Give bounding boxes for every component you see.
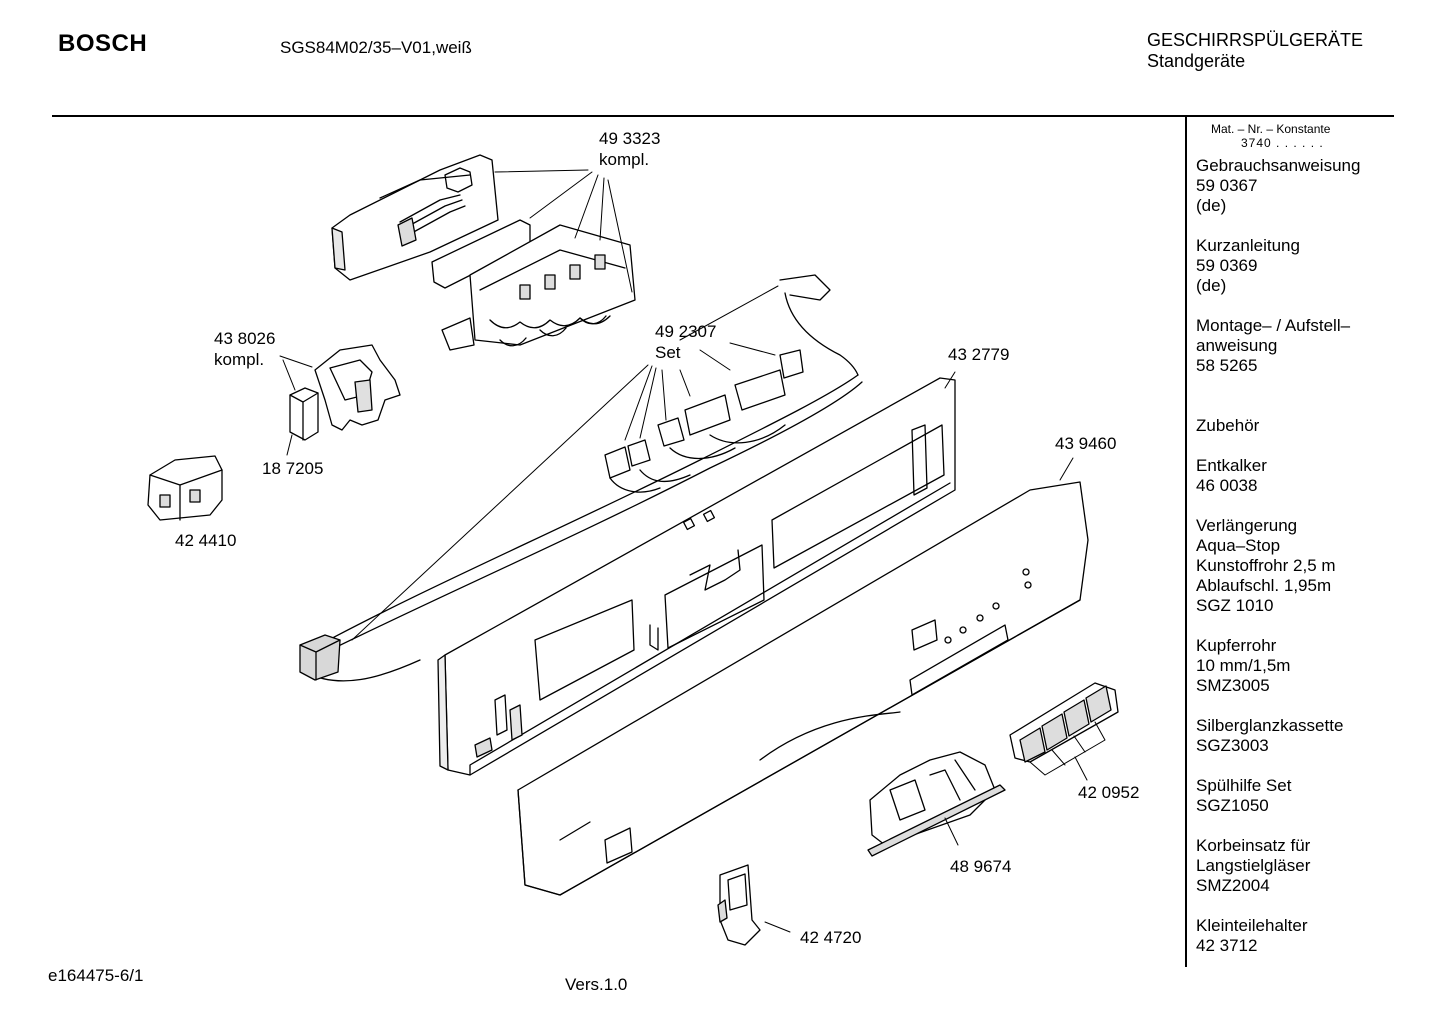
sidebar-item-line: anweisung — [1196, 336, 1278, 355]
sidebar-item-line: (de) — [1196, 276, 1227, 295]
sidebar-item-line: 46 0038 — [1196, 476, 1258, 495]
header-divider — [52, 115, 1394, 117]
part-number: 49 3323 — [599, 129, 661, 148]
version-label: Vers.1.0 — [565, 975, 628, 994]
sidebar-item-line: SMZ2004 — [1196, 876, 1270, 895]
sidebar-item-line: Zubehör — [1196, 416, 1260, 435]
sidebar-item-line: Ablaufschl. 1,95m — [1196, 576, 1332, 595]
sidebar-item-line: Montage– / Aufstell– — [1196, 316, 1351, 335]
sidebar-item-line: Silberglanzkassette — [1196, 716, 1344, 735]
leader-lines-420952 — [1030, 722, 1105, 780]
part-label-187205: 18 7205 — [262, 459, 324, 478]
sidebar-item-line: SGZ 1010 — [1196, 596, 1274, 615]
category-heading: GESCHIRRSPÜLGERÄTE Standgeräte — [1147, 30, 1363, 72]
sidebar-item-line: Entkalker — [1196, 456, 1267, 475]
sidebar-item-line: Kunstoffrohr 2,5 m — [1196, 556, 1336, 575]
leader-lines-493323 — [495, 170, 632, 292]
part-number: 49 2307 — [655, 322, 717, 341]
document-id: e164475-6/1 — [48, 966, 144, 985]
sidebar-item-line: 58 5265 — [1196, 356, 1258, 375]
part-note: kompl. — [599, 150, 650, 169]
part-note: kompl. — [214, 350, 265, 369]
model-number: SGS84M02/35–V01,weiß — [280, 38, 472, 57]
sidebar-item-line: Aqua–Stop — [1196, 536, 1281, 555]
button-set — [1010, 683, 1118, 762]
sidebar-item-line: (de) — [1196, 196, 1227, 215]
part-label-493323: 49 3323 kompl. — [599, 128, 660, 170]
part-number: 43 8026 — [214, 329, 276, 348]
sidebar-item-line: Verlängerung — [1196, 516, 1298, 535]
leader-lines-438026 — [280, 356, 312, 455]
category-line-1: GESCHIRRSPÜLGERÄTE — [1147, 30, 1364, 50]
sidebar-item-line: 42 3712 — [1196, 936, 1258, 955]
part-note: Set — [655, 343, 681, 362]
part-label-424410: 42 4410 — [175, 531, 237, 550]
part-label-420952: 42 0952 — [1078, 783, 1140, 802]
sidebar-divider — [1185, 117, 1187, 967]
part-label-489674: 48 9674 — [950, 857, 1012, 876]
sidebar-item-line — [1196, 396, 1396, 416]
brand-logo: BOSCH — [58, 30, 148, 57]
sidebar-item: Zubehör — [1196, 396, 1396, 436]
part-label-424720: 42 4720 — [800, 928, 862, 947]
part-label-439460: 43 9460 — [1055, 434, 1117, 453]
sidebar-item-line: SMZ3005 — [1196, 676, 1270, 695]
constant-header: Mat. – Nr. – Konstante — [1211, 122, 1331, 136]
control-module-assembly — [332, 155, 635, 350]
accessory-sidebar: Mat. – Nr. – Konstante 3740 . . . . . . … — [1196, 122, 1396, 976]
sidebar-item-line: Korbeinsatz für — [1196, 836, 1311, 855]
sidebar-item-line: Gebrauchsanweisung — [1196, 156, 1361, 175]
leader-line-424720 — [765, 922, 790, 932]
exploded-parts-diagram — [0, 0, 1185, 1019]
sidebar-item-line: SGZ3003 — [1196, 736, 1269, 755]
sidebar-item-line: SGZ1050 — [1196, 796, 1269, 815]
relay-block — [148, 456, 222, 520]
sidebar-item-line: Kupferrohr — [1196, 636, 1277, 655]
sidebar-item-line: 59 0369 — [1196, 256, 1258, 275]
sidebar-item-line: Langstielgläser — [1196, 856, 1311, 875]
wiring-harness — [300, 275, 862, 681]
sidebar-item-line: Spülhilfe Set — [1196, 776, 1292, 795]
sidebar-item-line: 59 0367 — [1196, 176, 1258, 195]
leader-line-439460 — [1060, 458, 1073, 480]
leader-line-489674 — [945, 818, 958, 845]
leader-line-432779 — [945, 372, 955, 388]
constant-value: 3740 . . . . . . — [1241, 136, 1324, 150]
front-frame-panel — [438, 378, 955, 775]
sidebar-item-line: Kleinteilehalter — [1196, 916, 1308, 935]
category-line-2: Standgeräte — [1147, 51, 1246, 71]
part-label-432779: 43 2779 — [948, 345, 1010, 364]
sidebar-item-line: 10 mm/1,5m — [1196, 656, 1291, 675]
sidebar-item-line: Kurzanleitung — [1196, 236, 1300, 255]
dispenser-cover — [868, 752, 1005, 856]
part-label-492307: 49 2307 Set — [655, 321, 716, 363]
door-latch — [718, 865, 760, 945]
outer-front-panel — [518, 482, 1088, 895]
leader-lines-492307 — [352, 286, 778, 640]
door-switch-assembly — [290, 345, 400, 440]
part-label-438026: 43 8026 kompl. — [214, 328, 275, 370]
